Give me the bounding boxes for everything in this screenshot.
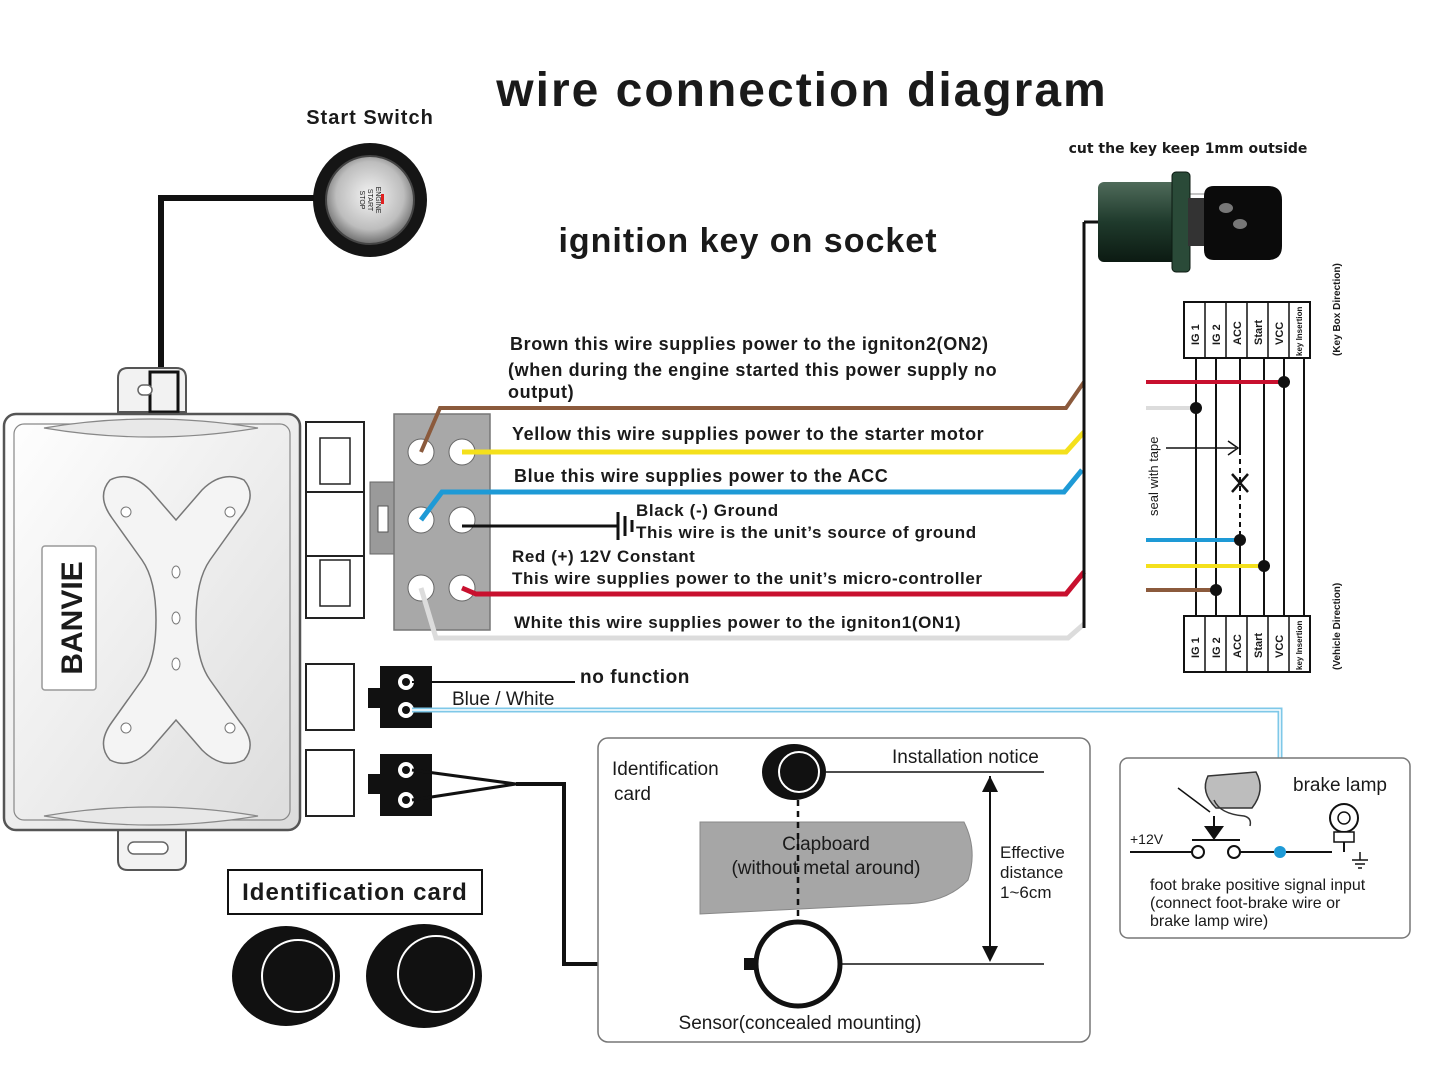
harness-top-columns: IG 1 IG 2 ACC Start VCC key Insertion xyxy=(1190,307,1304,356)
brake-pedal-icon xyxy=(1177,771,1261,840)
plus-12v-label: +12V xyxy=(1130,831,1164,847)
brake-note-2: (connect foot-brake wire or xyxy=(1150,895,1341,912)
effective-distance-label-2: distance xyxy=(1000,863,1063,882)
blue-wire-label: Blue this wire supplies power to the ACC xyxy=(514,466,888,486)
harness-top-direction: (Key Box Direction) xyxy=(1332,263,1343,356)
brown-wire-label-3: output) xyxy=(508,382,574,402)
id-card-tag-icon xyxy=(762,744,826,800)
red-wire xyxy=(461,570,1086,597)
svg-text:START: START xyxy=(366,189,373,212)
six-pin-connector xyxy=(369,413,491,631)
signal-junction xyxy=(1274,846,1286,858)
svg-text:ACC: ACC xyxy=(1232,634,1244,658)
brake-lamp-icon xyxy=(1329,803,1359,852)
ground-symbol-icon xyxy=(1352,852,1368,869)
brown-wire-label: Brown this wire supplies power to the ig… xyxy=(510,334,989,354)
brown-wire xyxy=(419,380,1086,453)
ground-icon xyxy=(616,512,634,540)
svg-text:VCC: VCC xyxy=(1274,635,1286,658)
clapboard xyxy=(699,821,973,915)
brand-label xyxy=(41,545,97,691)
connector-pins xyxy=(407,438,476,602)
svg-text:ENGINE: ENGINE xyxy=(374,187,381,214)
svg-text:IG 1: IG 1 xyxy=(1190,324,1202,345)
brake-note-3: brake lamp wire) xyxy=(1150,913,1268,930)
white-wire xyxy=(418,587,1086,641)
sensor-label: Sensor(concealed mounting) xyxy=(679,1013,922,1034)
red-wire-label-2: This wire supplies power to the unit’s m… xyxy=(512,569,983,588)
installation-notice-box: Identification card Installation notice … xyxy=(597,737,1091,1043)
start-switch-cable xyxy=(158,195,314,390)
indicator-led-icon xyxy=(381,194,384,204)
red-wire-label: Red (+) 12V Constant xyxy=(512,547,695,566)
no-function-label: no function xyxy=(580,667,690,688)
harness-bottom-direction: (Vehicle Direction) xyxy=(1332,583,1343,670)
brown-wire-label-2: (when during the engine started this pow… xyxy=(508,360,997,380)
blue-white-label: Blue / White xyxy=(452,689,554,710)
button-text: ENGINE START STOP xyxy=(358,187,381,214)
harness-schematic: IG 1 IG 2 ACC Start VCC key Insertion (K… xyxy=(1146,263,1343,673)
effective-distance-value: 1~6cm xyxy=(1000,883,1052,902)
diagram-subtitle: ignition key on socket xyxy=(558,222,937,260)
install-id-card-label-2: card xyxy=(614,784,651,805)
start-switch-button: ENGINE START STOP xyxy=(313,143,427,257)
black-wire-label-2: This wire is the unit’s source of ground xyxy=(636,523,977,542)
seal-label: seal with tape xyxy=(1146,437,1161,517)
svg-text:IG 2: IG 2 xyxy=(1211,637,1223,658)
sensor-coil-icon xyxy=(744,919,843,1009)
two-pin-connector-2 xyxy=(368,754,432,816)
svg-text:Start: Start xyxy=(1253,320,1265,345)
svg-text:STOP: STOP xyxy=(358,191,365,210)
side-sockets xyxy=(305,421,365,817)
yellow-wire-label: Yellow this wire supplies power to the s… xyxy=(512,424,984,444)
key-note: cut the key keep 1mm outside xyxy=(1069,141,1308,157)
clapboard-label-2: (without metal around) xyxy=(731,858,920,879)
id-card-title: Identification card xyxy=(242,879,468,906)
yellow-wire xyxy=(462,430,1086,455)
install-id-card-label: Identification xyxy=(612,759,719,780)
wire-labels: Brown this wire supplies power to the ig… xyxy=(508,334,997,632)
brake-box: brake lamp +12V foot brake positive xyxy=(1119,757,1411,939)
installation-notice-label: Installation notice xyxy=(892,747,1039,768)
wires xyxy=(418,220,1100,641)
harness-bottom-columns: IG 1 IG 2 ACC Start VCC key Insertion xyxy=(1190,621,1304,670)
effective-distance-label: Effective xyxy=(1000,843,1065,862)
blue-wire xyxy=(419,468,1084,522)
brake-note-1: foot brake positive signal input xyxy=(1150,877,1366,894)
start-switch-label: Start Switch xyxy=(306,107,434,129)
svg-text:key Insertion: key Insertion xyxy=(1295,307,1304,356)
ignition-key-cylinder-icon xyxy=(1098,171,1282,273)
black-wire-label: Black (-) Ground xyxy=(636,501,779,520)
two-pin-connector-1 xyxy=(368,666,432,728)
svg-text:IG 2: IG 2 xyxy=(1211,324,1223,345)
control-unit: BANVIE xyxy=(2,367,302,871)
clapboard-label: Clapboard xyxy=(782,834,870,855)
identification-card-section: Identification card xyxy=(227,869,483,1028)
brand-name: BANVIE xyxy=(56,561,89,674)
svg-text:VCC: VCC xyxy=(1274,322,1286,345)
id-card-fob-icon xyxy=(232,926,340,1026)
cut-mark-icon xyxy=(1231,473,1249,493)
id-card-fob-icon xyxy=(366,924,482,1028)
svg-text:key Insertion: key Insertion xyxy=(1295,621,1304,670)
svg-text:IG 1: IG 1 xyxy=(1190,637,1202,658)
svg-text:Start: Start xyxy=(1253,633,1265,658)
brake-lamp-label: brake lamp xyxy=(1293,775,1387,796)
diagram-title: wire connection diagram xyxy=(495,64,1107,117)
white-wire-label: White this wire supplies power to the ig… xyxy=(514,613,961,632)
svg-text:ACC: ACC xyxy=(1232,321,1244,345)
